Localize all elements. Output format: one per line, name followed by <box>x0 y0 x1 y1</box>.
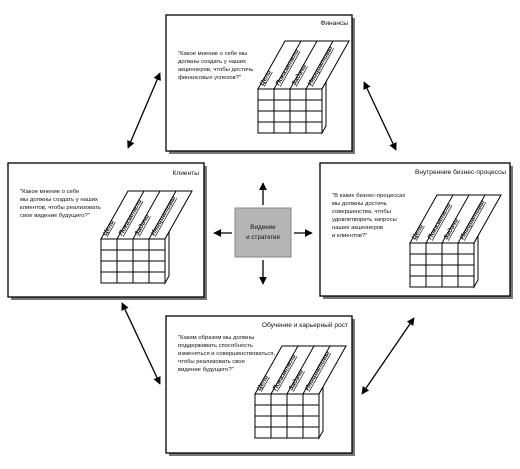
processes-question-line: мы должны достичь <box>332 201 387 207</box>
processes-title: Внутренние бизнес-процессы <box>415 168 506 176</box>
finance-question-line: должны создать у наших <box>178 59 246 65</box>
clients-panel: Клиенты "Какое мнение о себе мы должны соз… <box>7 162 207 300</box>
processes-question-line: и клиентов?" <box>332 233 367 239</box>
finance-title: Финансы <box>320 20 348 27</box>
finance-scorecard-table <box>257 40 350 135</box>
processes-question-line: "В каких бизнес-процессах <box>332 193 405 199</box>
learning-question-line: поддерживать способность <box>178 343 253 349</box>
finance-panel: Финансы "Какое мнение о себе мы должны соз… <box>165 14 355 154</box>
clients-title: Клиенты <box>173 170 200 177</box>
vision-strategy-center: Видение и стратегия <box>213 182 313 285</box>
learning-question-line: чтобы реализовать свое <box>178 359 246 365</box>
clients-question-line: мы должны создать у наших <box>20 197 98 203</box>
clients-question-line: клиентов, чтобы реализовать <box>20 205 101 211</box>
clients-scorecard-table <box>100 190 193 285</box>
learning-table-side-face <box>318 385 324 440</box>
processes-question-line: совершенства, чтобы <box>332 209 391 215</box>
center-box <box>234 207 292 258</box>
processes-panel: Внутренние бизнес-процессы "В каких бизне… <box>319 162 513 299</box>
finance-question-line: "Какое мнение о себе мы <box>178 51 247 57</box>
clients-table-side-face <box>164 230 170 285</box>
processes-question-line: наших акционеров <box>332 225 383 231</box>
processes-table-side-face <box>473 234 479 289</box>
clients-question-line: "Какое мнение о себе <box>20 189 80 195</box>
learning-question-line: видение будущего?" <box>178 367 234 373</box>
learning-title: Обучение и карьерный рост <box>262 321 348 329</box>
arrow-learning-processes <box>361 317 415 395</box>
finance-question-line: финансовых успехов?" <box>178 75 241 81</box>
center-line-2: и стратегия <box>246 234 280 241</box>
learning-scorecard-table <box>254 345 347 440</box>
center-line-1: Видение <box>250 224 276 231</box>
arrow-clients-finance <box>127 72 161 149</box>
arrow-clients-learning <box>121 302 161 385</box>
processes-scorecard-table <box>409 194 502 289</box>
processes-question-line: удовлетворить запросы <box>332 217 397 223</box>
arrow-finance-processes <box>363 81 397 151</box>
finance-question-line: акционеров, чтобы достичь <box>178 67 253 73</box>
clients-question-line: свое видение будущего?" <box>20 213 90 219</box>
learning-question-line: "Каким образом мы должны <box>178 335 254 341</box>
learning-question-line: изменяться и совершенствоваться, <box>178 351 275 357</box>
finance-table-side-face <box>321 80 327 135</box>
learning-panel: Обучение и карьерный рост "Каким образом … <box>165 315 355 456</box>
